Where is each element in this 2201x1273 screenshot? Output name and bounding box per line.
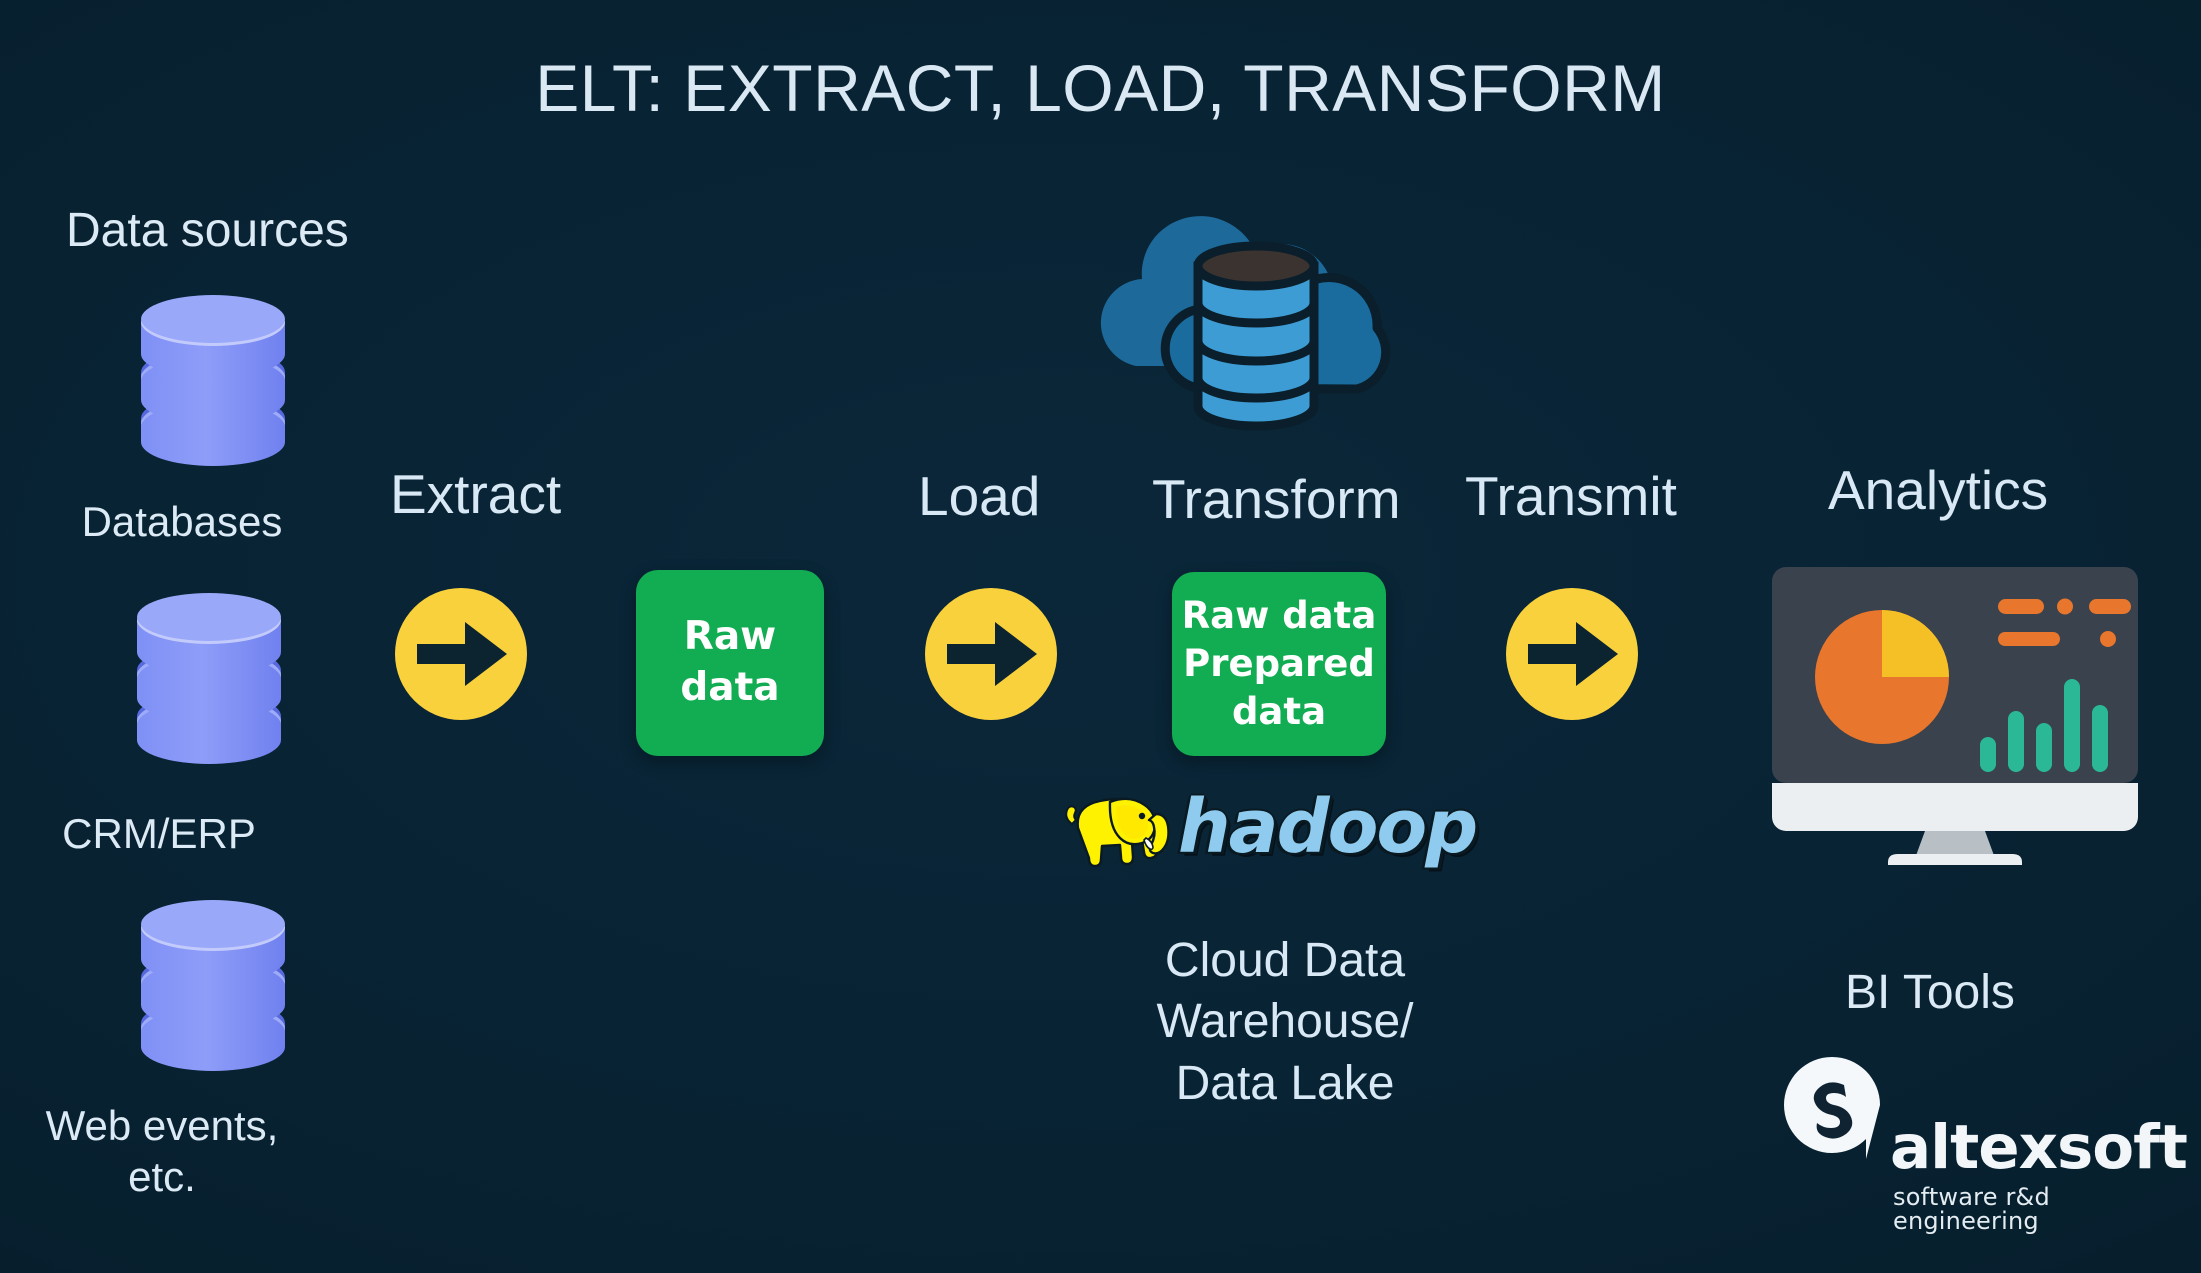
source-label-crm-erp: CRM/ERP [62, 810, 256, 857]
arrow-right-icon[interactable] [925, 588, 1057, 720]
altexsoft-wordmark: altexsoft [1890, 1112, 2188, 1183]
hadoop-wordmark: hadoop [1178, 784, 1478, 870]
source-label-databases: Databases [81, 498, 283, 545]
raw-data-box[interactable]: Raw data [636, 570, 824, 756]
pie-chart-yellow [1882, 610, 1949, 677]
data-sources-heading: Data sources [66, 204, 349, 257]
stage-label-transform: Transform [1152, 468, 1401, 530]
raw-data-box-text: Raw data [680, 614, 780, 710]
source-item-crm-erp [129, 588, 289, 772]
database-cylinder-icon [141, 295, 285, 466]
monitor-svg [1772, 567, 2138, 865]
arrow-right-icon[interactable] [395, 588, 527, 720]
source-item-databases [133, 290, 293, 474]
hadoop-logo: hadoop [1060, 784, 1478, 870]
altexsoft-logo-icon[interactable] [1780, 1055, 1884, 1165]
database-cylinder-icon [141, 900, 285, 1071]
stage-label-analytics: Analytics [1828, 459, 2049, 521]
bi-tools-label: BI Tools [1845, 966, 2015, 1019]
database-cylinder-icon [137, 593, 281, 764]
arrow-load[interactable] [925, 588, 1057, 724]
desktop-monitor-dashboard-icon [1770, 565, 2140, 865]
arrow-right-icon[interactable] [1506, 588, 1638, 720]
stage-label-transmit: Transmit [1465, 465, 1677, 527]
arrow-transmit[interactable] [1506, 588, 1638, 724]
raw-prepared-data-box[interactable]: Raw data Prepared data [1172, 572, 1386, 756]
source-item-web-events [133, 895, 293, 1079]
page-title: ELT: EXTRACT, LOAD, TRANSFORM [535, 51, 1666, 125]
hadoop-elephant-icon [1065, 797, 1170, 868]
cloud-warehouse-label: Cloud Data Warehouse/ Data Lake [1156, 934, 1414, 1110]
arrow-extract[interactable] [395, 588, 527, 724]
stage-label-extract: Extract [390, 463, 562, 525]
cloud-database-icon [1068, 178, 1438, 453]
altexsoft-tagline: software r&d engineering [1893, 1183, 2050, 1235]
raw-prepared-data-box-text: Raw data Prepared data [1181, 593, 1377, 734]
stage-label-load: Load [918, 465, 1041, 527]
altexsoft-logo[interactable]: altexsoft software r&d engineering [1780, 1055, 2188, 1233]
cloud-database-svg [1100, 216, 1391, 431]
source-label-web-events: Web events, etc. [45, 1102, 279, 1201]
